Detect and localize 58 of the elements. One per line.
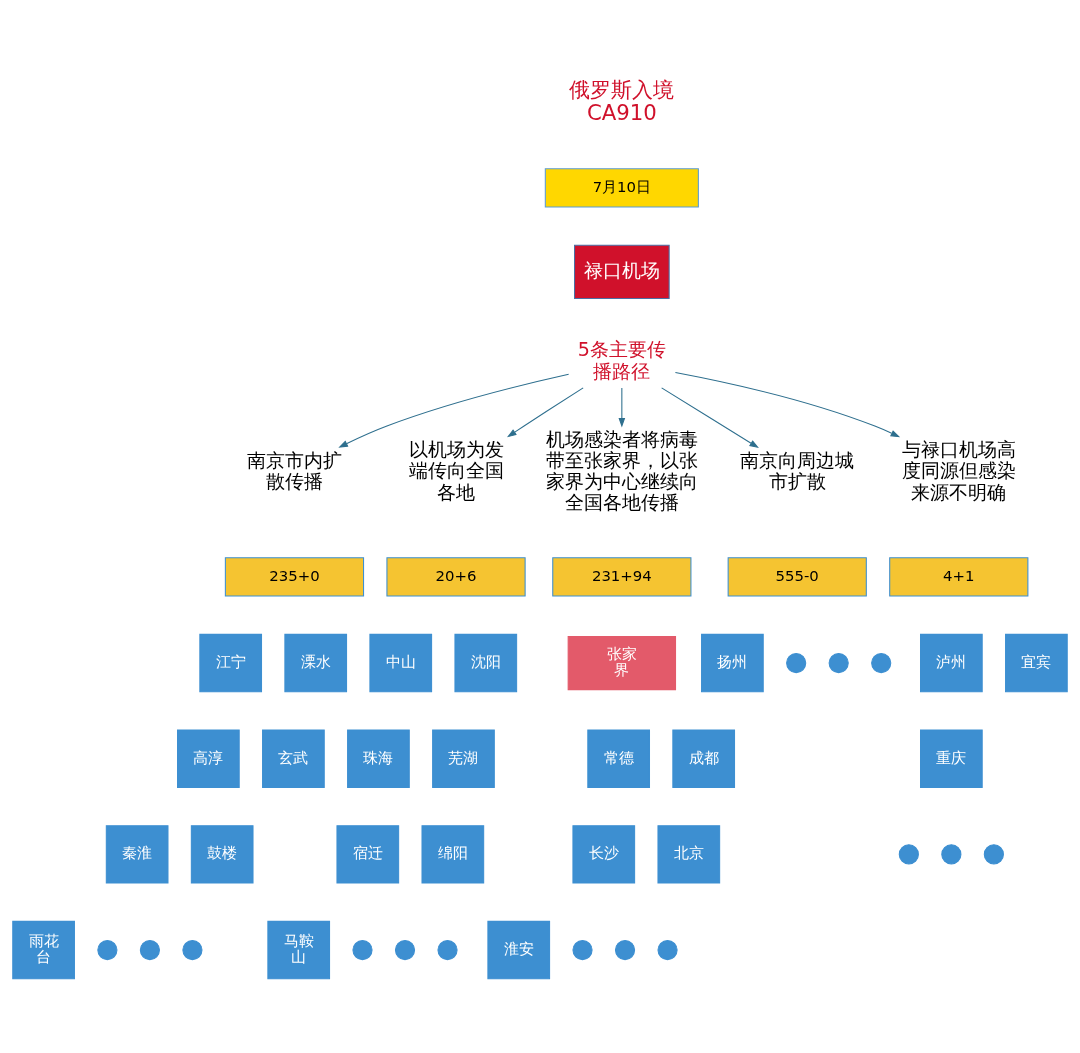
node-box: 20+6 [386, 556, 526, 597]
node-box: 7月10日 [544, 167, 699, 208]
node-text: 以机场为发端传向全国各地 [408, 437, 504, 504]
node-circle [898, 843, 919, 864]
node-box: 溧水 [284, 633, 348, 692]
node-box: 沈阳 [454, 633, 518, 692]
node-circle [394, 939, 416, 960]
node-box: 宿迁 [336, 824, 400, 884]
node-circle [657, 939, 678, 960]
node-box: 宜宾 [1005, 633, 1068, 692]
arrow [618, 386, 626, 427]
node-box: 秦淮 [105, 824, 169, 884]
node-circle [572, 939, 593, 960]
arrow [661, 386, 759, 448]
node-box: 231+94 [552, 556, 692, 597]
node-box: 4+1 [889, 556, 1029, 597]
node-text: 与禄口机场高度同源但感染来源不明确 [901, 437, 1016, 504]
node-box: 芜湖 [432, 729, 495, 788]
node-box: 长沙 [572, 824, 636, 884]
node-circle [139, 939, 160, 960]
node-circle [941, 843, 962, 864]
node-box: 玄武 [262, 729, 325, 788]
node-circle [352, 939, 373, 960]
arrow [674, 371, 901, 437]
node-box: 重庆 [920, 729, 983, 788]
node-box: 禄口机场 [574, 244, 670, 299]
node-circle [828, 652, 849, 673]
node-box: 珠海 [347, 729, 410, 788]
node-text: 5条主要传播路径 [577, 337, 666, 383]
node-circle [182, 939, 203, 960]
node-box: 马鞍山 [267, 920, 331, 979]
node-box: 鼓楼 [190, 824, 254, 884]
node-box: 雨花台 [12, 920, 75, 979]
node-text: 南京向周边城市扩散 [740, 448, 855, 493]
node-circle [983, 843, 1004, 864]
node-circle [871, 652, 892, 673]
node-box: 泸州 [920, 633, 983, 692]
node-circle [97, 939, 118, 960]
node-text: 俄罗斯入境 CA910 [569, 76, 675, 125]
arrow [507, 386, 584, 437]
node-circle [786, 652, 807, 673]
node-box: 绵阳 [421, 824, 485, 884]
node-circle [614, 939, 636, 960]
node-box: 江宁 [199, 633, 263, 692]
node-box: 北京 [657, 824, 721, 884]
node-box: 成都 [672, 729, 736, 788]
node-box: 扬州 [701, 633, 764, 692]
node-text: 南京市内扩散传播 [246, 448, 342, 493]
node-box: 常德 [587, 729, 650, 788]
node-text: 机场感染者将病毒带至张家界，以张家界为中心继续向全国各地传播 [545, 427, 698, 514]
node-box: 235+0 [224, 556, 365, 597]
node-box: 淮安 [487, 920, 551, 979]
node-box: 高淳 [177, 729, 240, 788]
arrow [338, 373, 570, 448]
node-box: 中山 [369, 633, 433, 692]
node-box: 555-0 [727, 556, 867, 597]
node-circle [437, 939, 458, 960]
node-box: 张家界 [567, 635, 677, 690]
